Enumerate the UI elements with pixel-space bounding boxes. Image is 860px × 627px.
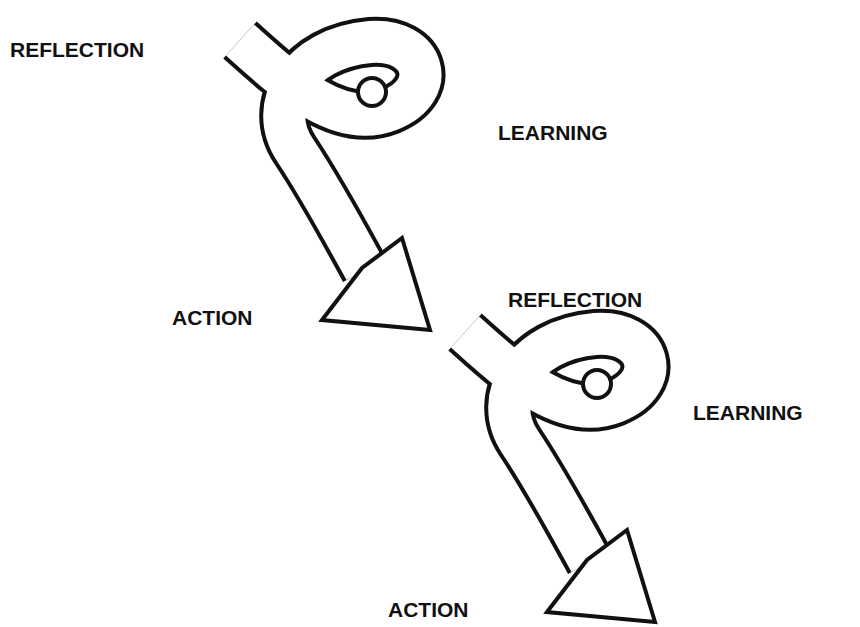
spiral-arrow	[240, 40, 430, 330]
stage-label: ACTION	[172, 306, 253, 330]
stage-label: LEARNING	[693, 401, 803, 425]
stage-label: LEARNING	[498, 121, 608, 145]
stage-label: REFLECTION	[508, 288, 642, 312]
spiral-arrow	[465, 332, 655, 622]
stage-label: REFLECTION	[10, 38, 144, 62]
stage-label: ACTION	[388, 598, 469, 622]
